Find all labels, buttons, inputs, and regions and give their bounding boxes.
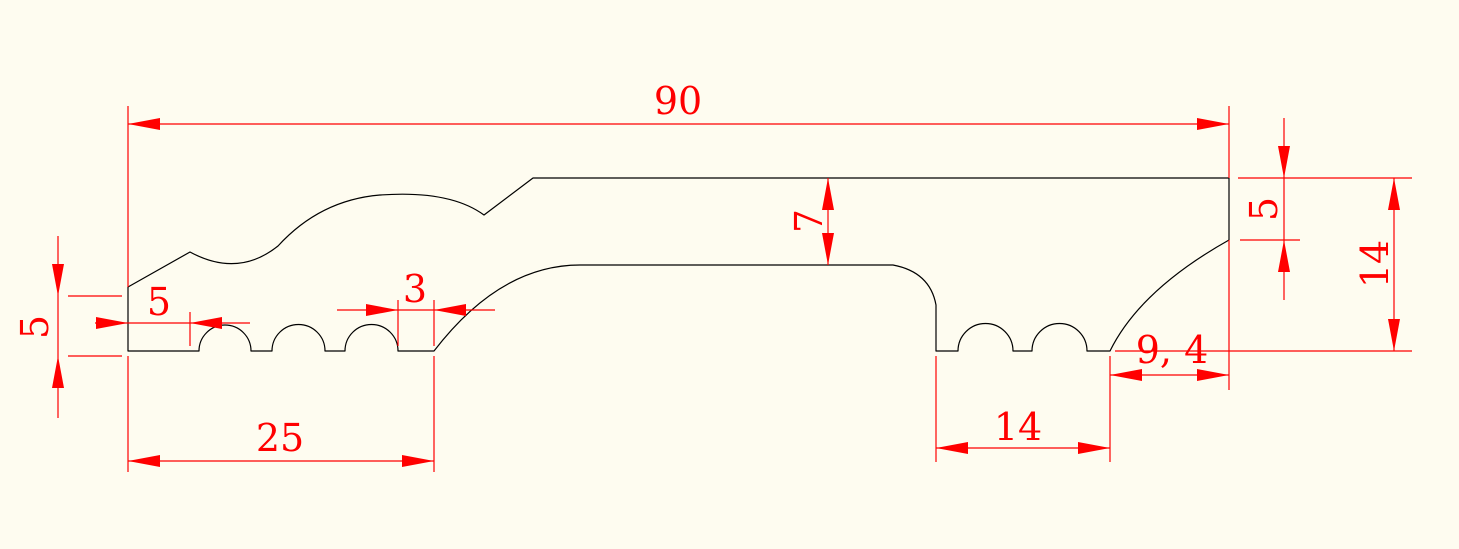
- arrowhead: [1388, 178, 1400, 210]
- dimension-right-height: 14: [1353, 178, 1400, 351]
- arrowhead: [822, 233, 834, 265]
- arrowhead: [128, 455, 160, 467]
- arrowhead: [1197, 369, 1229, 381]
- dimension-left-span: 25: [128, 416, 434, 467]
- dimension-groove-gap: 3: [337, 267, 495, 316]
- arrowhead: [1278, 146, 1290, 178]
- arrowhead: [128, 118, 160, 130]
- dimension-right-step: 5: [1242, 118, 1290, 300]
- dimension-label-5-right: 5: [1242, 197, 1286, 221]
- arrowhead: [1388, 319, 1400, 351]
- arrowhead: [1110, 369, 1142, 381]
- arrowhead: [52, 356, 64, 388]
- arrowhead: [52, 264, 64, 296]
- arrowhead: [936, 442, 968, 454]
- dimension-left-groove-offset: 5: [95, 280, 250, 329]
- arrowhead: [434, 304, 466, 316]
- arrowhead: [402, 455, 434, 467]
- dimension-label-90: 90: [654, 79, 702, 123]
- arrowhead: [822, 178, 834, 210]
- dimension-right-offset: 9, 4: [1110, 328, 1229, 381]
- arrowhead: [1078, 442, 1110, 454]
- moulding-profile-outline: [127, 177, 1230, 352]
- arrowhead: [96, 317, 128, 329]
- dimension-top-thickness: 7: [787, 178, 834, 265]
- arrowhead: [190, 317, 222, 329]
- extension-lines: [68, 106, 1412, 472]
- dimension-label-5-left: 5: [13, 315, 57, 339]
- dimension-label-9-4: 9, 4: [1136, 328, 1209, 372]
- dimension-label-7: 7: [787, 209, 831, 233]
- arrowhead: [366, 304, 398, 316]
- dimension-label-5-small: 5: [147, 280, 171, 324]
- dimension-label-14-right: 14: [1353, 240, 1397, 288]
- dimension-right-groove-span: 14: [936, 405, 1110, 454]
- dimension-overall-width: 90: [128, 79, 1229, 130]
- dimension-left-height: 5: [13, 236, 64, 418]
- arrowhead: [1197, 118, 1229, 130]
- dimension-label-14-bottom: 14: [994, 405, 1042, 449]
- dimension-label-3: 3: [403, 267, 427, 311]
- dimension-label-25: 25: [256, 416, 304, 460]
- arrowhead: [1278, 240, 1290, 272]
